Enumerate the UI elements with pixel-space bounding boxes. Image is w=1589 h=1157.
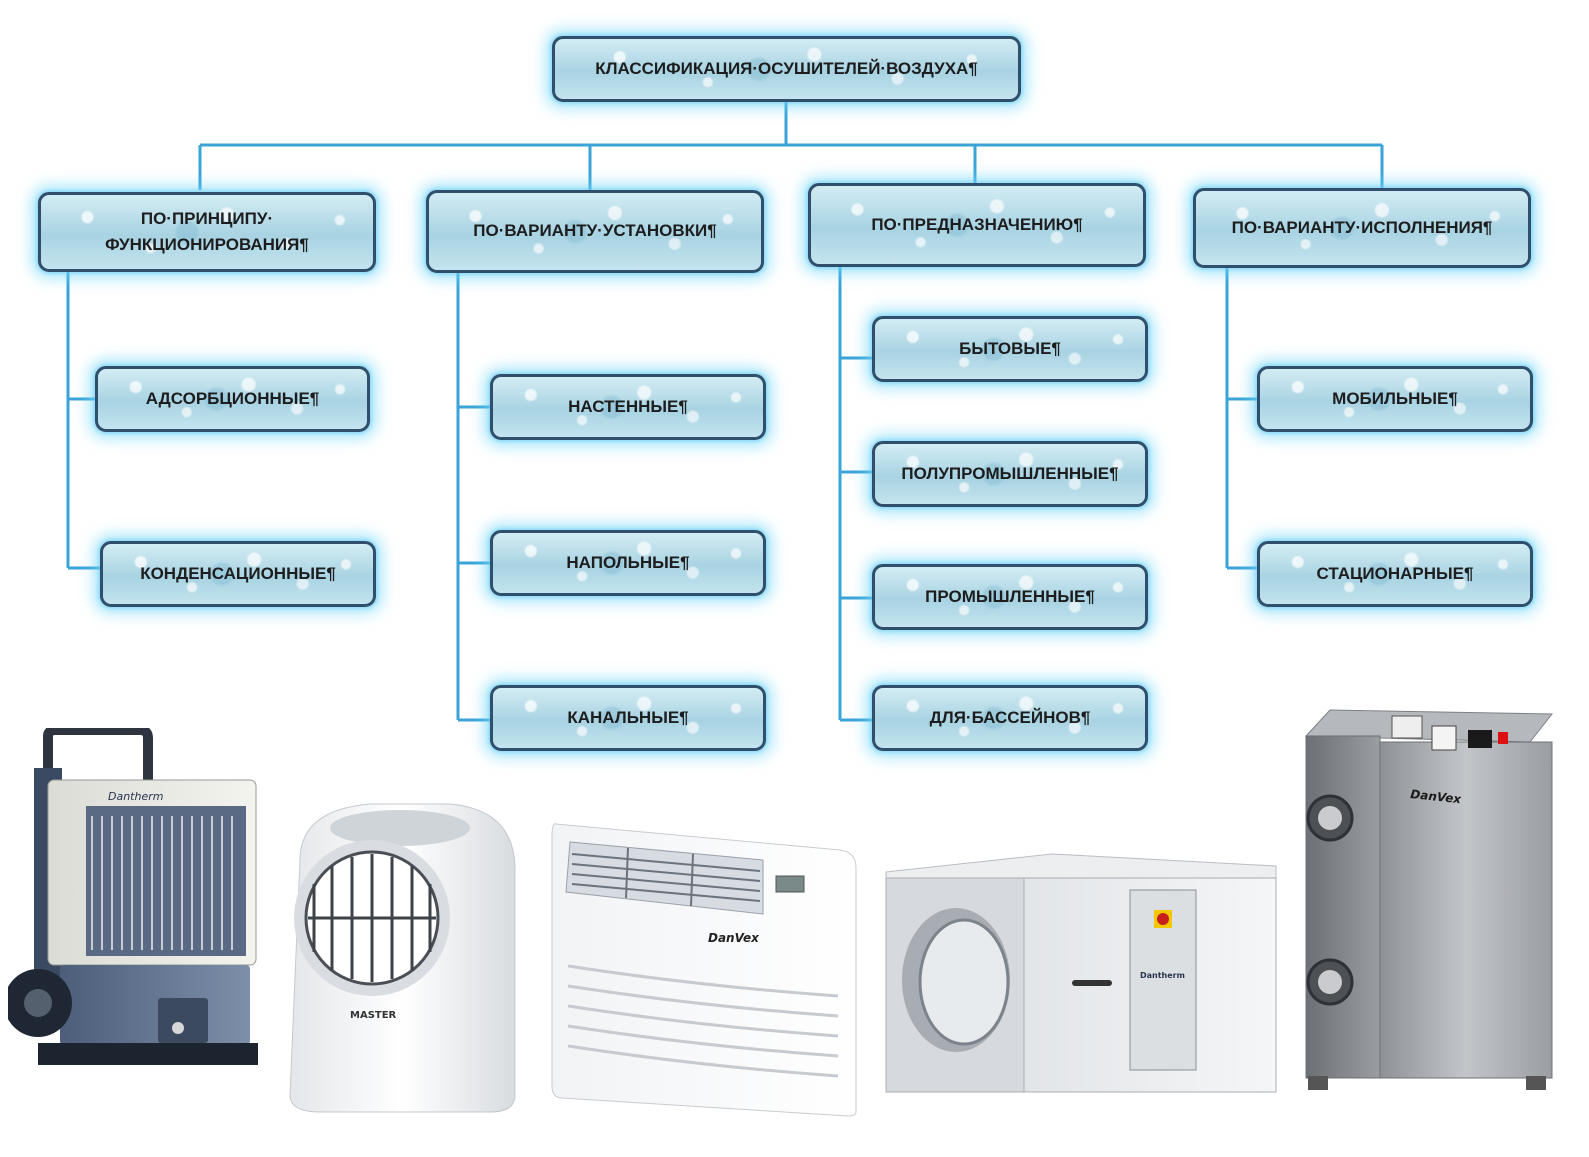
item-label: КОНДЕНСАЦИОННЫЕ¶ — [140, 563, 336, 583]
item-condensation: КОНДЕНСАЦИОННЫЕ¶ — [100, 541, 376, 607]
brand-label: Dantherm — [1140, 971, 1185, 980]
item-wall: НАСТЕННЫЕ¶ — [490, 374, 766, 440]
item-label: МОБИЛЬНЫЕ¶ — [1332, 388, 1458, 408]
category-installation-label: ПО·ВАРИАНТУ·УСТАНОВКИ¶ — [473, 221, 717, 241]
item-label: ДЛЯ·БАССЕЙНОВ¶ — [929, 707, 1091, 727]
category-purpose: ПО·ПРЕДНАЗНАЧЕНИЮ¶ — [808, 183, 1146, 267]
root-node: КЛАССИФИКАЦИЯ·ОСУШИТЕЛЕЙ·ВОЗДУХА¶ — [552, 36, 1021, 102]
item-stationary: СТАЦИОНАРНЫЕ¶ — [1257, 541, 1533, 607]
category-principle: ПО·ПРИНЦИПУ· ФУНКЦИОНИРОВАНИЯ¶ — [38, 192, 376, 272]
household-dehumidifier-image: MASTER — [289, 803, 516, 1113]
category-purpose-label: ПО·ПРЕДНАЗНАЧЕНИЮ¶ — [871, 214, 1083, 234]
item-adsorption: АДСОРБЦИОННЫЕ¶ — [95, 366, 370, 432]
item-industrial: ПРОМЫШЛЕННЫЕ¶ — [872, 564, 1148, 630]
brand-label: MASTER — [350, 1010, 397, 1021]
root-label: КЛАССИФИКАЦИЯ·ОСУШИТЕЛЕЙ·ВОЗДУХА¶ — [595, 58, 978, 78]
stationary-dehumidifier-image: DanVex — [1304, 709, 1554, 1090]
item-label: БЫТОВЫЕ¶ — [959, 338, 1061, 358]
item-label: НАПОЛЬНЫЕ¶ — [566, 552, 690, 572]
duct-dehumidifier-image: Dantherm — [885, 853, 1277, 1093]
category-design-label: ПО·ВАРИАНТУ·ИСПОЛНЕНИЯ¶ — [1231, 217, 1493, 237]
brand-label: Dantherm — [108, 790, 163, 803]
category-principle-label: ПО·ПРИНЦИПУ· ФУНКЦИОНИРОВАНИЯ¶ — [105, 208, 309, 254]
item-semi-industrial: ПОЛУПРОМЫШЛЕННЫЕ¶ — [872, 441, 1148, 507]
brand-label: DanVex — [1410, 787, 1463, 806]
item-duct: КАНАЛЬНЫЕ¶ — [490, 685, 766, 751]
item-label: ПРОМЫШЛЕННЫЕ¶ — [925, 586, 1095, 606]
item-label: АДСОРБЦИОННЫЕ¶ — [145, 388, 320, 408]
mobile-dehumidifier-image: Dantherm — [8, 728, 258, 1065]
item-mobile: МОБИЛЬНЫЕ¶ — [1257, 366, 1533, 432]
item-label: КАНАЛЬНЫЕ¶ — [567, 707, 689, 727]
item-pools: ДЛЯ·БАССЕЙНОВ¶ — [872, 685, 1148, 751]
category-installation: ПО·ВАРИАНТУ·УСТАНОВКИ¶ — [426, 190, 764, 273]
brand-label: DanVex — [708, 931, 760, 945]
wall-dehumidifier-image: DanVex — [551, 823, 857, 1117]
item-label: ПОЛУПРОМЫШЛЕННЫЕ¶ — [901, 463, 1119, 483]
item-floor: НАПОЛЬНЫЕ¶ — [490, 530, 766, 596]
category-design: ПО·ВАРИАНТУ·ИСПОЛНЕНИЯ¶ — [1193, 188, 1531, 268]
item-household: БЫТОВЫЕ¶ — [872, 316, 1148, 382]
item-label: СТАЦИОНАРНЫЕ¶ — [1316, 563, 1474, 583]
item-label: НАСТЕННЫЕ¶ — [568, 396, 688, 416]
